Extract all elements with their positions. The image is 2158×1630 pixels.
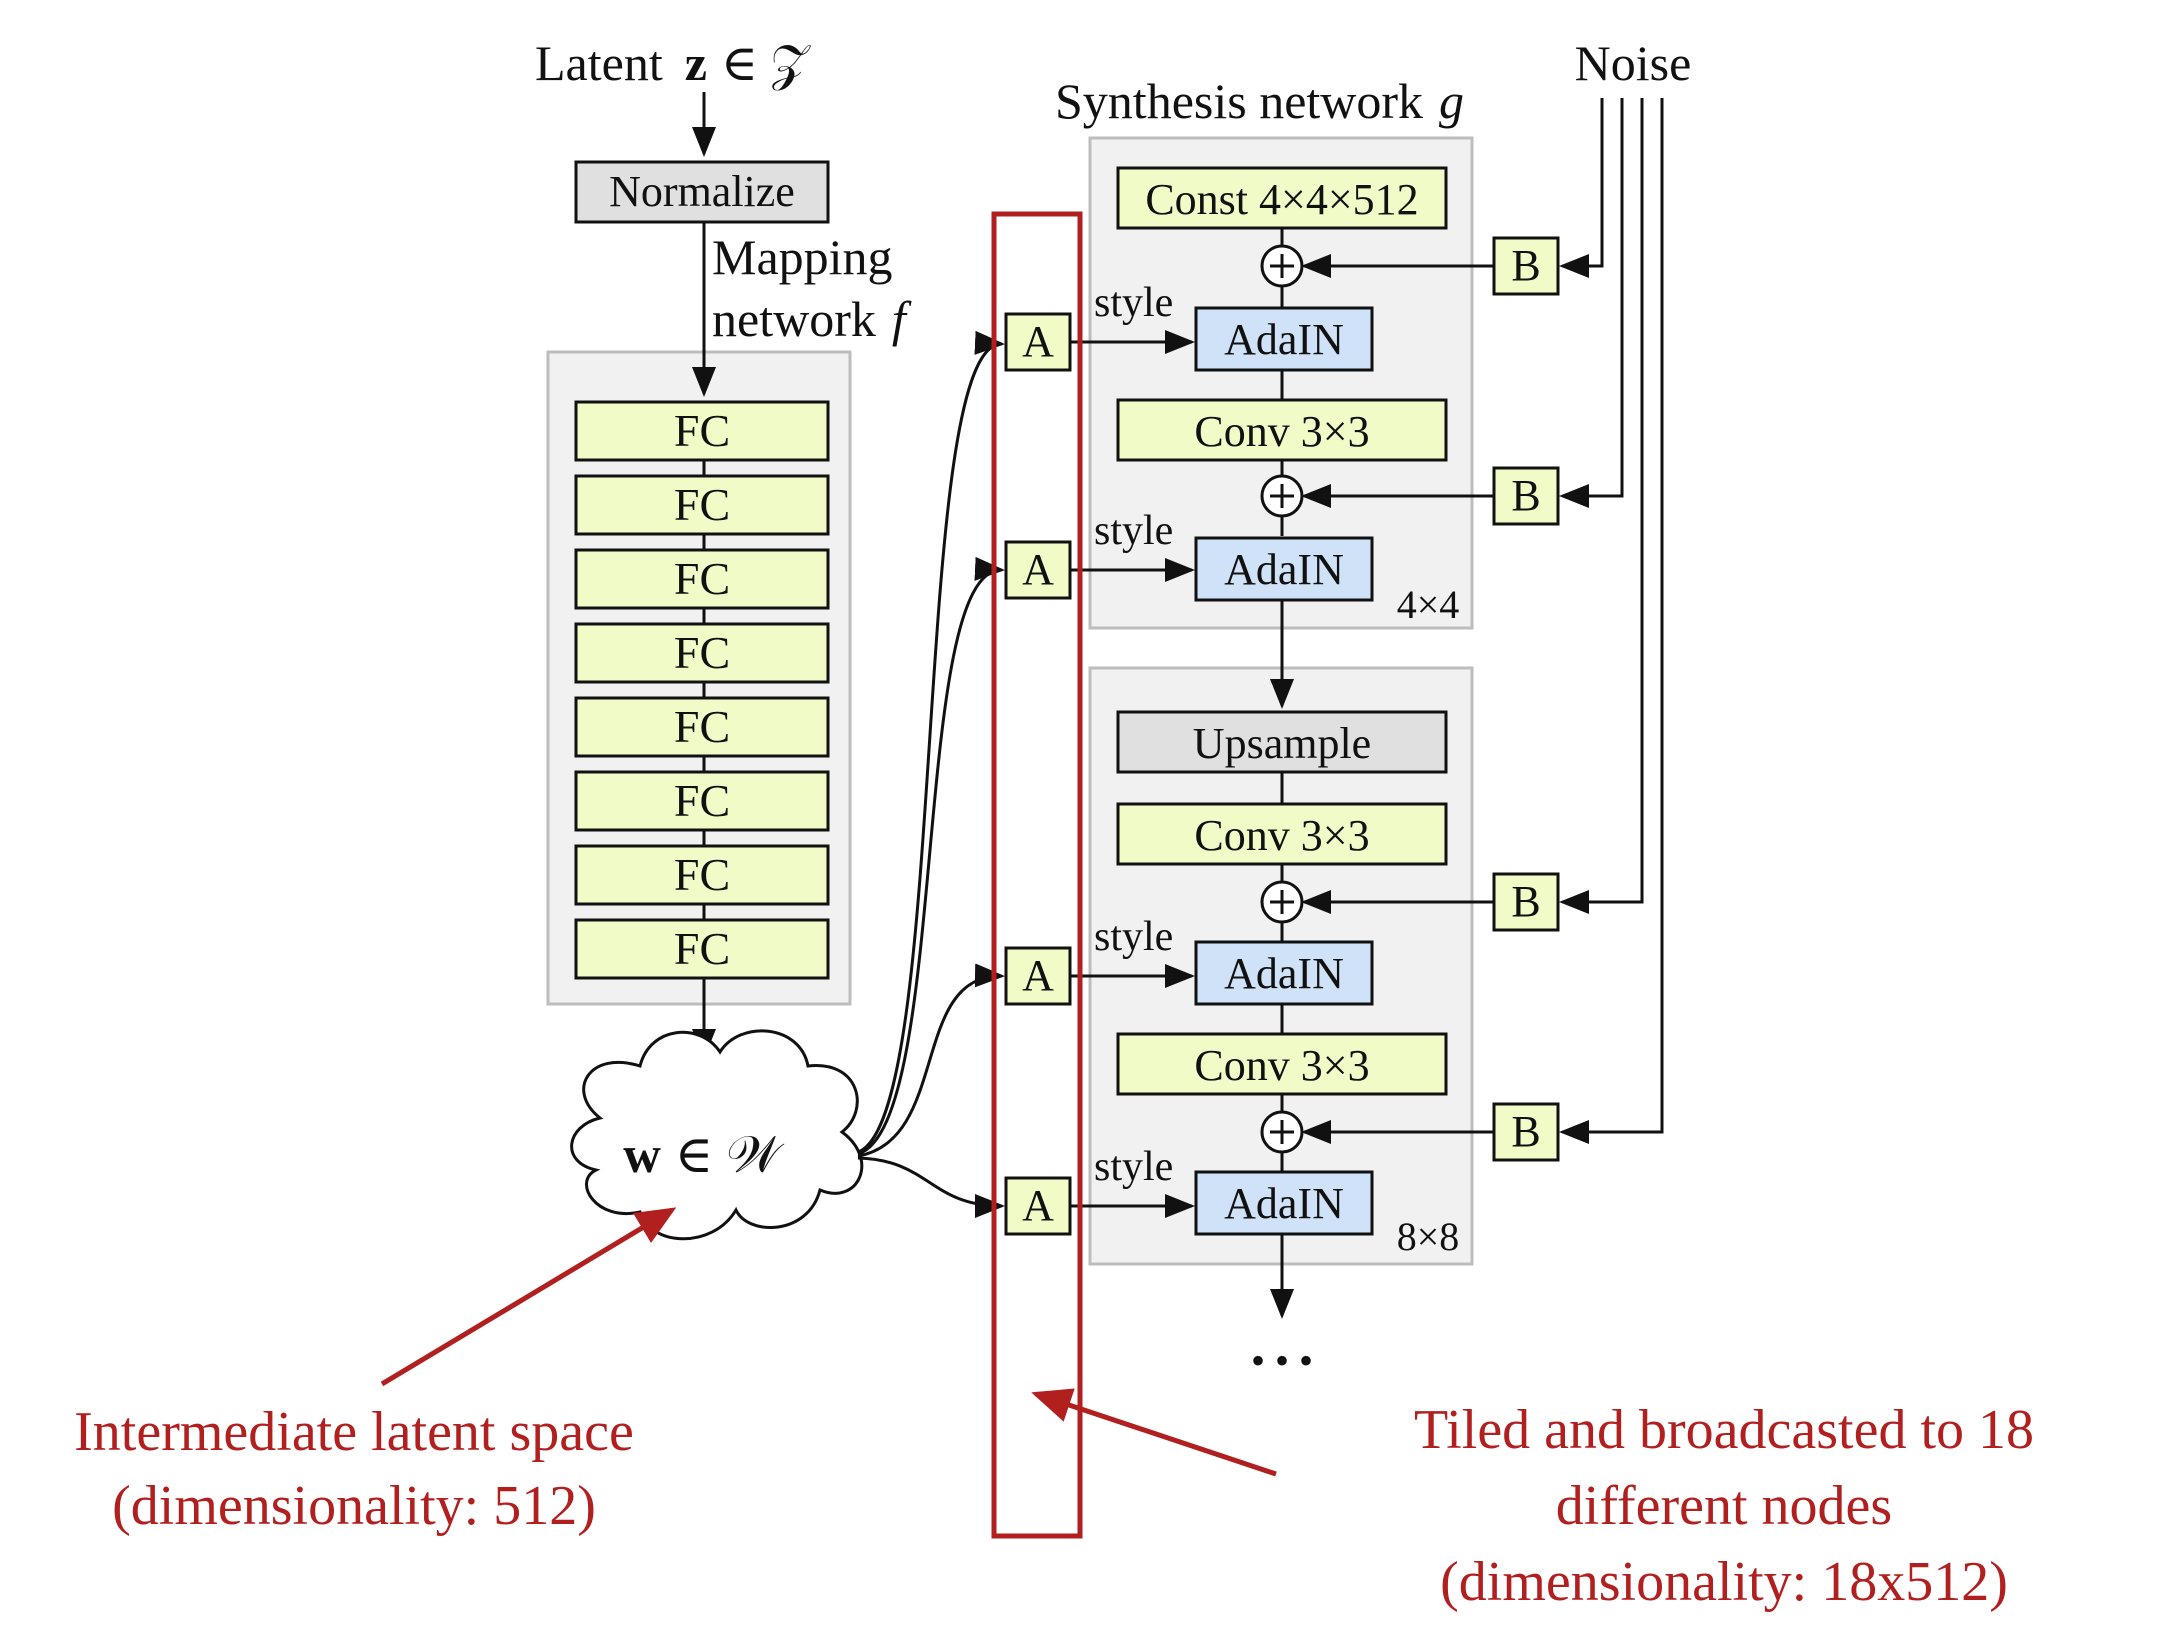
upsample-label: Upsample — [1193, 719, 1371, 768]
b-label: B — [1511, 1107, 1540, 1156]
noise-line — [1559, 98, 1644, 914]
fc-block — [574, 622, 830, 684]
fc-label: FC — [674, 923, 730, 974]
noise-line — [1559, 98, 1624, 508]
style-label: style — [1094, 1144, 1173, 1190]
a-label: A — [1022, 317, 1054, 366]
const-block — [1116, 166, 1448, 230]
annotation-right-line2: different nodes — [1556, 1475, 1892, 1537]
conv-label: Conv 3×3 — [1194, 407, 1369, 456]
b-block — [1492, 236, 1560, 296]
fc-block — [574, 918, 830, 980]
fc-block — [574, 770, 830, 832]
fc-label: FC — [674, 627, 730, 678]
adain-block — [1194, 306, 1374, 372]
w-to-a-curve — [857, 963, 1005, 1158]
fc-label: FC — [674, 553, 730, 604]
b-label: B — [1511, 877, 1540, 926]
noise-line — [1559, 98, 1664, 1144]
style-label: style — [1094, 508, 1173, 554]
normalize-block — [574, 160, 830, 224]
annotation-arrow-right — [1031, 1388, 1277, 1477]
fc-label: FC — [674, 701, 730, 752]
a-block — [1004, 1176, 1072, 1236]
annotation-right-line1: Tiled and broadcasted to 18 — [1414, 1399, 2034, 1461]
fc-label: FC — [674, 849, 730, 900]
adain-block — [1194, 940, 1374, 1006]
w-to-a-curve — [857, 331, 1005, 1154]
w-latent-cloud — [570, 1029, 864, 1241]
adain-block — [1194, 536, 1374, 602]
style-label: style — [1094, 914, 1173, 960]
adain-label: AdaIN — [1224, 949, 1344, 998]
w-to-a-curve — [857, 556, 1005, 1156]
continuation-ellipsis: • • • — [1251, 1338, 1313, 1383]
adain-label: AdaIN — [1224, 545, 1344, 594]
fc-label: FC — [674, 479, 730, 530]
b-block — [1492, 872, 1560, 932]
fc-label: FC — [674, 405, 730, 456]
style-label: style — [1094, 280, 1173, 326]
annotation-arrow-left — [380, 1207, 677, 1387]
a-block — [1004, 540, 1072, 600]
a-label: A — [1022, 951, 1054, 1000]
annotation-left-line2: (dimensionality: 512) — [112, 1475, 596, 1537]
adain-label: AdaIN — [1224, 1179, 1344, 1228]
adain-block — [1194, 1170, 1374, 1236]
annotation-left-line1: Intermediate latent space — [74, 1401, 634, 1463]
a-label: A — [1022, 545, 1054, 594]
noise-label: Noise — [1575, 35, 1692, 91]
annotation-right-line3: (dimensionality: 18x512) — [1440, 1551, 2008, 1613]
b-block — [1492, 466, 1560, 526]
conv-block — [1116, 1032, 1448, 1096]
fc-block — [574, 474, 830, 536]
a-block — [1004, 946, 1072, 1006]
upsample-block — [1116, 710, 1448, 774]
conv-label: Conv 3×3 — [1194, 811, 1369, 860]
fc-block — [574, 696, 830, 758]
broadcast-highlight-box — [991, 211, 1083, 1539]
const-label: Const 4×4×512 — [1145, 175, 1418, 224]
a-label: A — [1022, 1181, 1054, 1230]
b-label: B — [1511, 471, 1540, 520]
fc-block — [574, 400, 830, 462]
adain-label: AdaIN — [1224, 315, 1344, 364]
noise-line — [1559, 98, 1604, 278]
normalize-label: Normalize — [609, 167, 795, 216]
conv-block — [1116, 398, 1448, 462]
fc-label: FC — [674, 775, 730, 826]
conv-label: Conv 3×3 — [1194, 1041, 1369, 1090]
w-latent-label: w∈ 𝒲 — [623, 1127, 785, 1184]
b-label: B — [1511, 241, 1540, 290]
mapping-network-label: Mapping — [712, 229, 893, 285]
fc-block — [574, 844, 830, 906]
fc-block — [574, 548, 830, 610]
conv-block — [1116, 802, 1448, 866]
resolution-label-4x4: 4×4 — [1397, 582, 1460, 627]
resolution-label-8x8: 8×8 — [1397, 1214, 1460, 1259]
w-to-a-curve — [857, 1156, 1005, 1218]
